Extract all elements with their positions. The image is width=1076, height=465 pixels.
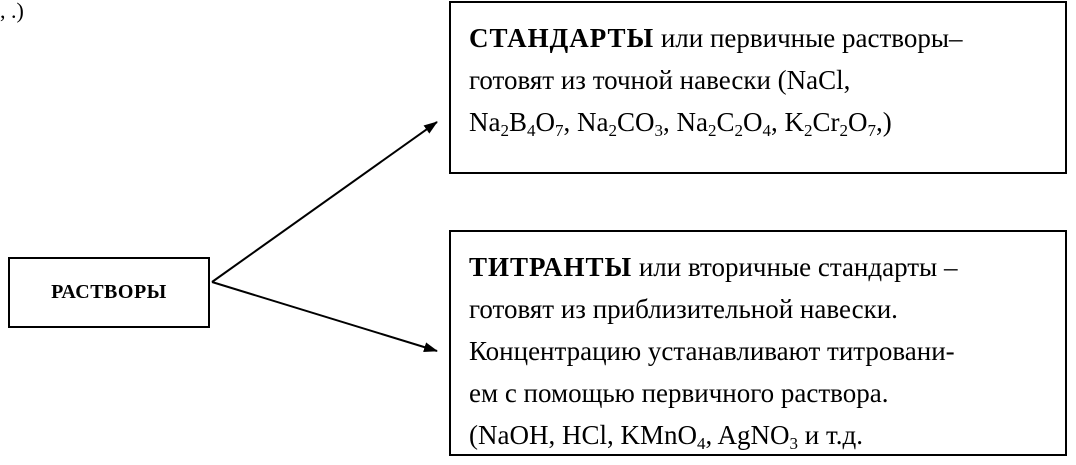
titrants-line-1: ТИТРАНТЫ или вторичные стандарты – [469,252,958,282]
top-left-fragment: , .) [0,0,24,23]
titrants-title: ТИТРАНТЫ [469,252,633,282]
titrants-line-5: (NaOH, HCl, KMnO4, AgNO3 и т.д. [469,420,863,453]
solutions-label: РАСТВОРЫ [51,281,167,303]
titrants-line-2: готовят из приблизительной навески. [469,294,898,324]
arrow-to-titrants [211,281,438,352]
titrants-line-3: Концентрацию устанавливают титровани- [469,336,955,366]
standards-title: СТАНДАРТЫ [469,23,655,53]
standards-line-1: СТАНДАРТЫ или первичные растворы– [469,23,963,53]
standards-line-3: Na2B4O7, Na2CO3, Na2C2O4, K2Cr2O7,) [469,107,892,140]
titrants-box: ТИТРАНТЫ или вторичные стандарты – готов… [449,230,1067,456]
standards-text: СТАНДАРТЫ или первичные растворы– готовя… [469,17,1047,143]
arrow-to-standards [211,121,438,283]
titrants-text: ТИТРАНТЫ или вторичные стандарты – готов… [469,246,1047,456]
standards-line-2: готовят из точной навески (NaCl, [469,65,851,95]
standards-box: СТАНДАРТЫ или первичные растворы– готовя… [449,1,1067,174]
solutions-box: РАСТВОРЫ [8,257,210,328]
titrants-line-4: ем с помощью первичного раствора. [469,378,889,408]
